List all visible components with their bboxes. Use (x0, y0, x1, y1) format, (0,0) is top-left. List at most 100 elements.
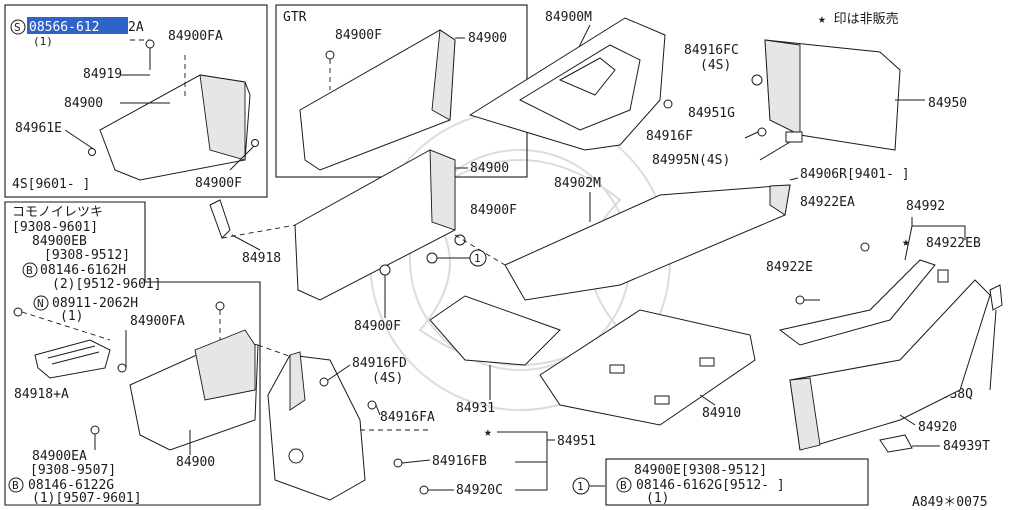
clip-ref1-icon (426, 252, 438, 264)
legend-qty: (1) (646, 491, 669, 506)
label-84922EB: 84922EB (926, 236, 981, 251)
rail-84992-shape (778, 259, 936, 346)
screw-84900EB-icon (13, 307, 23, 317)
floor-mat-84906R (769, 184, 791, 216)
left-lower-inset-frame (4, 201, 261, 506)
b-part-1-qty: (2)[9512-9601] (52, 277, 162, 292)
label-84995N: 84995N(4S) (652, 153, 730, 168)
screw-icon (88, 148, 96, 156)
label-84900-mid: 84900 (470, 161, 509, 176)
label-84919: 84919 (83, 67, 122, 82)
gtr-panel-side (431, 29, 456, 121)
clip-84920C-icon (419, 485, 429, 495)
label-84992: 84992 (906, 199, 945, 214)
label-84951G: 84951G (688, 106, 735, 121)
label-84918: 84918 (242, 251, 281, 266)
gtr-label-84900F: 84900F (335, 28, 382, 43)
b-part-1: 08146-6162H (40, 263, 126, 278)
trim-panel-side (199, 74, 246, 161)
circle-b-icon-1 (22, 262, 38, 278)
gtr-title: GTR (283, 10, 307, 25)
label-84922E: 84922E (766, 260, 813, 275)
reference-code: A849＊0075 (912, 495, 988, 510)
circle-b-letter-3: B (620, 479, 627, 492)
circle-n-letter: N (37, 297, 44, 310)
side-panel-84900-side (429, 149, 456, 231)
bracket-84939T-shape (879, 434, 913, 453)
label-84916FC: 84916FC (684, 43, 739, 58)
bracket-84938Q-shape (989, 284, 1003, 311)
top-left-inset: S 08566-612 2A (1) 84900FA 84919 84900 8… (4, 4, 268, 198)
clip-84900F-icon (454, 234, 466, 246)
b-part-2-qty: (1)[9507-9601] (32, 491, 142, 506)
label-84900M: 84900M (545, 10, 592, 25)
gtr-label-84900: 84900 (468, 31, 507, 46)
legend-line-1: 84900E[9308-9512] (634, 463, 767, 478)
label-84906R: 84906R[9401- ] (800, 167, 910, 182)
clip-84922EA-icon (860, 242, 870, 252)
label-84900EA: 84900EA (32, 449, 87, 464)
side-trim-84950-side (764, 39, 801, 136)
clip-84900F-low-icon (379, 264, 391, 276)
gtr-clip-icon (325, 50, 335, 60)
label-84920: 84920 (918, 420, 957, 435)
circle-b-letter-2: B (12, 479, 19, 492)
highlight-selection (27, 17, 128, 34)
clip-icon (145, 39, 155, 49)
screw-icon-2 (251, 139, 259, 147)
label-84900: 84900 (64, 96, 103, 111)
top-left-inset-frame (4, 4, 268, 198)
clip-84951G-icon (663, 99, 673, 109)
legend-note-frame (605, 458, 869, 506)
label-4s-b: (4S) (372, 371, 403, 386)
storage-box-shape (194, 329, 256, 401)
storage-date-range: [9308-9601] (12, 220, 98, 235)
label-84916FB: 84916FB (432, 454, 487, 469)
circle-b-icon-3 (616, 477, 632, 493)
legend-line-2: 08146-6162G[9512- ] (636, 478, 785, 493)
label-84910: 84910 (702, 406, 741, 421)
label-84900-low: 84900 (176, 455, 215, 470)
board-vent-3 (609, 364, 625, 374)
gtr-inset: GTR 84900F 84900 (275, 4, 528, 178)
lower-center-group: 84916FD (4S) 84916FA ★ 84951 84916FB 849… (267, 351, 596, 501)
trim-hole (288, 448, 304, 464)
circle-s-letter: S (14, 21, 21, 34)
part-number-highlighted[interactable]: 08566-612 (29, 20, 99, 35)
clip-84916F-icon (757, 127, 767, 137)
label-84950: 84950 (928, 96, 967, 111)
cover-84900M-shape (468, 17, 666, 151)
trunk-floor-cover: 84900M (468, 10, 666, 151)
label-84961E: 84961E (15, 121, 62, 136)
floor-mat-84902M-shape (504, 184, 791, 301)
label-84916FD: 84916FD (352, 356, 407, 371)
label-84900EB: 84900EB (32, 234, 87, 249)
right-group: 84922EA 84992 ★ 84922EB 84922E 84938Q 84… (766, 195, 1003, 454)
clip-84922E-icon (795, 295, 805, 305)
label-84900F-mid: 84900F (470, 203, 517, 218)
label-84916FA: 84916FA (380, 410, 435, 425)
n-part-qty: (1) (60, 309, 83, 324)
top-right-group: ★ 印は非販売 84916FC (4S) 84951G 84950 84916F… (646, 11, 967, 168)
sub-84900EB: [9308-9512] (44, 248, 130, 263)
storage-title: コモノイレツキ (12, 205, 103, 220)
bracket-84995N-icon (785, 131, 803, 143)
label-84900FA: 84900FA (168, 29, 223, 44)
label-84902M: 84902M (554, 176, 601, 191)
n-part: 08911-2062H (52, 296, 138, 311)
star-84992: ★ (902, 235, 910, 250)
middle-group: 84900 84902M 84906R[9401- ] 84900F 84918… (209, 149, 910, 426)
clip-84922EB-icon (937, 269, 949, 283)
clip-84900FA-icon (215, 301, 225, 311)
label-84931: 84931 (456, 401, 495, 416)
left-lower-inset: コモノイレツキ [9308-9601] 84900EB [9308-9512] … (4, 201, 301, 506)
clip-84916FC-icon (751, 74, 763, 86)
label-4s-a: (4S) (700, 58, 731, 73)
panel-84931-shape (429, 295, 561, 366)
label-84900F: 84900F (195, 176, 242, 191)
label-84916F: 84916F (646, 129, 693, 144)
rear-trim-84951-side (289, 351, 306, 411)
part-number-rest: 2A (128, 20, 144, 35)
circle-1-text-b: 1 (577, 480, 584, 493)
circle-1-text-a: 1 (474, 252, 481, 265)
